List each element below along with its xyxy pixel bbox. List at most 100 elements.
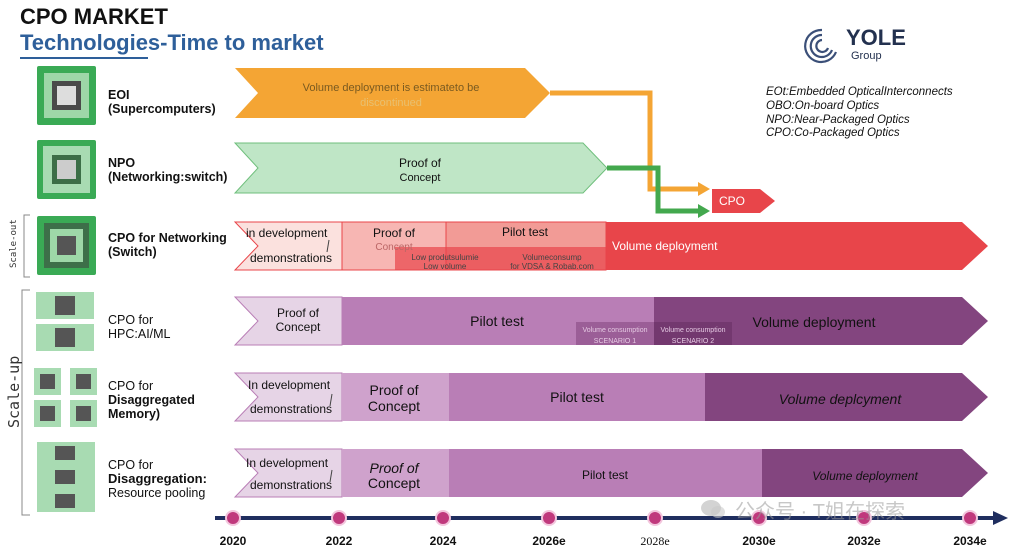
row-label-cpo-net: CPO for Networking(Switch)	[108, 231, 227, 259]
timeline-tick-3	[541, 510, 557, 526]
cpo-hpc-seg3	[654, 297, 988, 345]
cpo-net-seg2-text-b: Concept	[375, 242, 413, 253]
cpo-net-seg1-text-a: in development	[246, 226, 328, 240]
cpo-net-note-2: Low volume	[423, 262, 467, 271]
cpo-net-note-band	[395, 247, 607, 270]
cpo-net-chip-icon	[37, 216, 96, 275]
cpo-mem-seg4	[705, 373, 988, 421]
eoi-chip-icon	[37, 66, 96, 125]
npo-chip-icon	[37, 140, 96, 199]
timeline-tick-0	[225, 510, 241, 526]
year-label-6: 2032e	[847, 534, 881, 548]
cpo-mem-seg1-text-b: demonstrations	[250, 402, 333, 416]
npo-connector-head	[698, 204, 710, 218]
cpo-mem-seg4-text: Volume deplcyment	[778, 391, 902, 407]
eoi-connector-head	[698, 182, 710, 196]
npo-arrow-text-1: Proof of	[398, 156, 442, 170]
year-label-2: 2024	[429, 534, 457, 548]
timeline-arrowhead	[993, 511, 1008, 525]
timeline-tick-5	[751, 510, 767, 526]
cpo-mem-seg2-text-a: Proof of	[369, 382, 419, 398]
timeline-tick-6	[856, 510, 872, 526]
cpo-hpc-note-2: SCENARIO 1	[593, 338, 637, 345]
cpo-res-seg1-text-a: In development	[246, 456, 329, 470]
logo-sub: Group	[851, 50, 882, 62]
row-label-eoi: EOI(Supercomputers)	[108, 88, 216, 116]
npo-connector	[607, 165, 700, 214]
subtitle-underline	[20, 57, 148, 59]
year-label-1: 2022	[325, 534, 353, 548]
cpo-res-chip-icon	[37, 442, 95, 512]
timeline-tick-2	[435, 510, 451, 526]
cpo-mem-seg1	[233, 372, 343, 422]
npo-arrow-text-2: Concept	[399, 172, 441, 184]
year-label-4: 2028e	[640, 534, 670, 548]
cpo-hpc-seg1	[233, 296, 343, 346]
scale-up-bracket	[21, 289, 30, 516]
legend-npo: NPO:Near-Packaged Optics	[766, 114, 910, 126]
cpo-hpc-note-b	[654, 322, 732, 345]
cpo-hpc-note-4: SCENARIO 2	[671, 338, 715, 345]
year-label-5: 2030e	[742, 534, 776, 548]
eoi-arrow-text-1: Volume deployment is estimateto be	[302, 82, 480, 94]
year-label-0: 2020	[219, 534, 247, 548]
cpo-res-divider	[329, 469, 333, 483]
cpo-net-seg4	[606, 222, 988, 270]
yole-logo-icon	[804, 28, 838, 64]
cpo-hpc-seg1-text-a: Proof of	[276, 306, 320, 320]
eoi-connector	[550, 90, 700, 192]
cpo-res-seg2-text-b: Concept	[367, 475, 421, 491]
cpo-net-seg4-text: Volume deployment	[612, 239, 718, 253]
cpo-hpc-seg1-text-b: Concept	[275, 320, 321, 334]
page-title: CPO MARKET	[20, 4, 168, 29]
legend-obo: OBO:On-board Optics	[766, 100, 880, 112]
timeline-tick-1	[331, 510, 347, 526]
year-label-7: 2034e	[953, 534, 987, 548]
cpo-net-divider	[326, 239, 330, 253]
page-subtitle: Technologies-Time to market	[20, 30, 324, 55]
cpo-res-seg2-text-a: Proof of	[369, 460, 419, 476]
cpo-net-seg3-text: Pilot test	[501, 225, 549, 239]
year-label-3: 2026e	[532, 534, 566, 548]
cpo-res-seg1	[233, 448, 343, 498]
timeline-tick-7	[962, 510, 978, 526]
cpo-res-seg2	[342, 449, 449, 497]
scale-out-label: Scale-out	[9, 219, 19, 268]
scale-out-bracket	[23, 214, 30, 278]
legend-cpo: CPO:Co-Packaged Optics	[766, 127, 900, 139]
watermark: 公众号 · T姐在探索	[735, 501, 905, 523]
cpo-mem-seg2	[342, 373, 449, 421]
wechat-icon	[701, 500, 725, 518]
legend-eoi: EOt:Embedded OpticalInterconnects	[766, 86, 953, 98]
cpo-mem-chip-icon	[34, 368, 97, 427]
cpo-net-seg2-text-a: Proof of	[372, 226, 416, 240]
cpo-hpc-seg2-text: Pilot test	[470, 313, 524, 329]
cpo-res-seg3-text: Pilot test	[581, 468, 629, 482]
cpo-mem-seg2-text-b: Concept	[367, 398, 421, 414]
npo-arrow	[233, 142, 608, 194]
cpo-res-seg3	[449, 449, 762, 497]
cpo-hpc-seg3-text: Volume deployment	[752, 314, 876, 330]
cpo-net-note-4: for VDSA & Robab.com	[510, 262, 594, 271]
row-label-npo: NPO(Networking:switch)	[108, 156, 228, 184]
cpo-hpc-note-a	[576, 322, 654, 345]
cpo-target-label: CPO	[718, 194, 745, 208]
cpo-net-note-1: Low produtsulumie	[411, 253, 479, 262]
timeline-tick-4	[647, 510, 663, 526]
logo-name: YOLE	[846, 25, 906, 50]
cpo-net-seg1-text-b: demonstrations	[250, 251, 333, 265]
cpo-res-seg4	[762, 449, 988, 497]
cpo-hpc-note-3: Volume consumption	[660, 327, 726, 334]
eoi-arrow	[235, 68, 550, 118]
cpo-hpc-note-1: Volume consumption	[582, 327, 648, 334]
cpo-res-seg1-text-b: demonstrations	[250, 478, 333, 492]
cpo-target-arrow	[712, 189, 775, 213]
cpo-res-seg4-text: Volume deployment	[812, 469, 918, 483]
cpo-mem-divider	[329, 393, 333, 407]
timeline-ticks	[225, 510, 978, 526]
cpo-net-seg1	[233, 221, 343, 271]
scale-up-label: Scale-up	[5, 355, 23, 428]
